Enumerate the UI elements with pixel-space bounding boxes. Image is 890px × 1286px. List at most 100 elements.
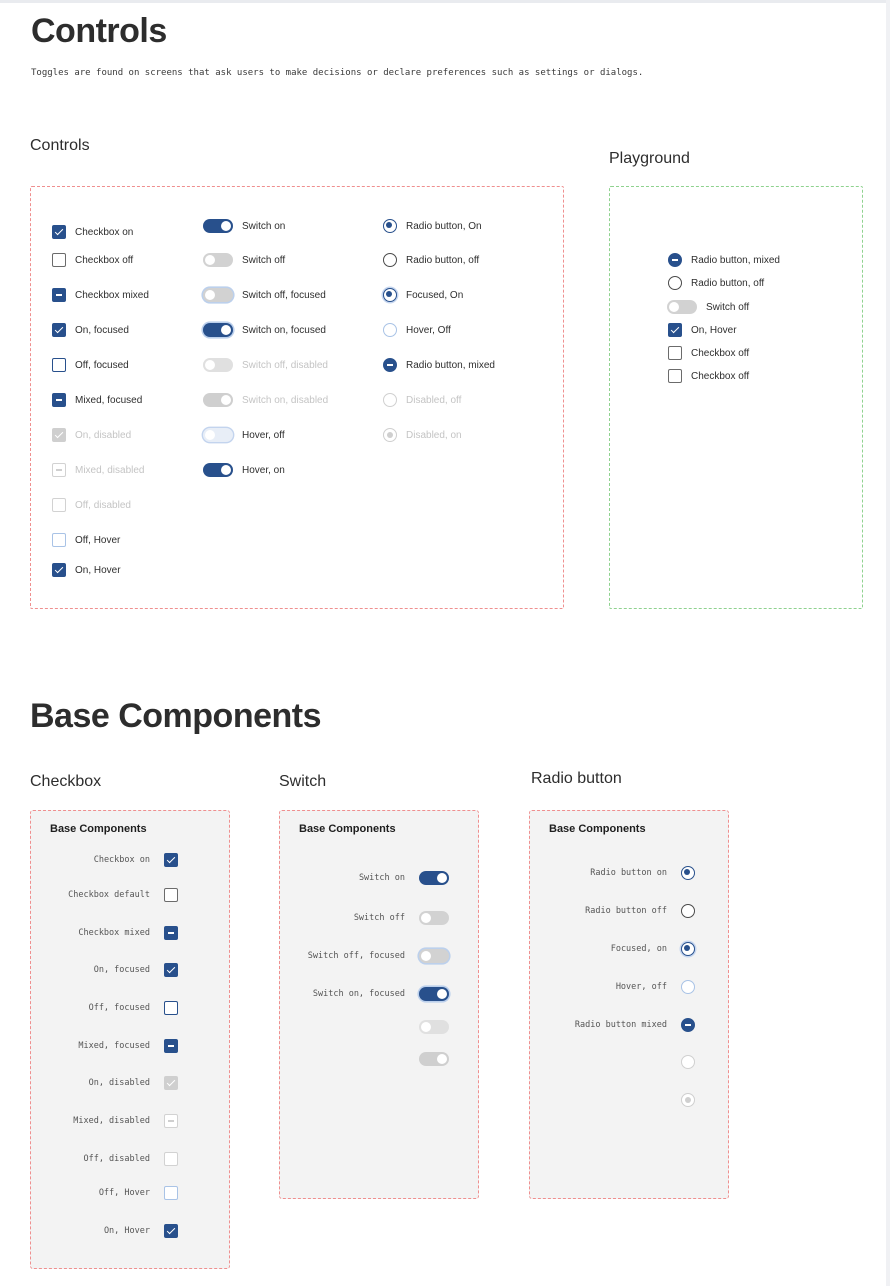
checkbox-control-mixed-disabled: [52, 463, 66, 477]
base-checkbox-row[interactable]: Off, Hover: [31, 1186, 178, 1200]
radio-control-off[interactable]: [383, 253, 397, 267]
checkbox-row: Off, disabled: [52, 498, 131, 512]
checkbox-row[interactable]: On, Hover: [52, 563, 121, 577]
base-checkbox-row[interactable]: Checkbox mixed: [31, 926, 178, 940]
radio-control-mixed[interactable]: [668, 253, 682, 267]
switch-row[interactable]: Hover, off: [203, 428, 285, 442]
radio-control-off-hover[interactable]: [383, 323, 397, 337]
base-switch-row[interactable]: Switch off, focused: [280, 949, 449, 963]
checkbox-control-on-hover[interactable]: [668, 323, 682, 337]
checkbox-control-mixed[interactable]: [52, 288, 66, 302]
base-checkbox-label: Mixed, focused: [78, 1041, 150, 1051]
base-radio-label: Radio button on: [590, 868, 667, 878]
checkbox-control-off-hover[interactable]: [164, 1186, 178, 1200]
radio-row[interactable]: Radio button, mixed: [383, 358, 495, 372]
checkbox-control-on[interactable]: [52, 225, 66, 239]
radio-row[interactable]: Radio button, off: [383, 253, 479, 267]
radio-row[interactable]: Radio button, On: [383, 219, 482, 233]
base-switch-row[interactable]: Switch off: [280, 911, 449, 925]
checkbox-row[interactable]: Checkbox off: [52, 253, 133, 267]
checkbox-control-off[interactable]: [668, 346, 682, 360]
radio-control-on-disabled: [681, 1093, 695, 1107]
radio-control-off-disabled: [383, 393, 397, 407]
radio-control-on[interactable]: [681, 866, 695, 880]
checkbox-control-off[interactable]: [668, 369, 682, 383]
radio-control-mixed[interactable]: [681, 1018, 695, 1032]
switch-control-off[interactable]: [203, 253, 233, 267]
base-checkbox-label: Off, disabled: [83, 1154, 150, 1164]
playground-checkbox-row[interactable]: On, Hover: [668, 323, 737, 337]
base-radio-row[interactable]: Focused, on: [530, 942, 695, 956]
checkbox-control-on-focused[interactable]: [164, 963, 178, 977]
checkbox-row[interactable]: Checkbox on: [52, 225, 133, 239]
base-checkbox-row: On, disabled: [31, 1076, 178, 1090]
checkbox-control-off[interactable]: [52, 253, 66, 267]
checkbox-control-on[interactable]: [164, 853, 178, 867]
base-switch-row[interactable]: Switch on, focused: [280, 987, 449, 1001]
checkbox-control-on-hover[interactable]: [164, 1224, 178, 1238]
radio-control-off[interactable]: [668, 276, 682, 290]
switch-row[interactable]: Switch on: [203, 219, 285, 233]
base-switch-row: [280, 1020, 449, 1034]
switch-control-on-hover[interactable]: [203, 463, 233, 477]
radio-row[interactable]: Hover, Off: [383, 323, 451, 337]
playground-radio-row[interactable]: Radio button, mixed: [668, 253, 780, 267]
checkbox-control-off-hover[interactable]: [52, 533, 66, 547]
switch-control-on-focused[interactable]: [203, 323, 233, 337]
playground-checkbox-row[interactable]: Checkbox off: [668, 346, 749, 360]
radio-label: Disabled, off: [406, 394, 462, 406]
checkbox-row[interactable]: Off, focused: [52, 358, 129, 372]
switch-row[interactable]: Switch on, focused: [203, 323, 326, 337]
radio-control-off[interactable]: [681, 904, 695, 918]
radio-control-on-focused[interactable]: [383, 288, 397, 302]
playground-checkbox-row[interactable]: Checkbox off: [668, 369, 749, 383]
checkbox-row[interactable]: Mixed, focused: [52, 393, 142, 407]
checkbox-control-on-hover[interactable]: [52, 563, 66, 577]
switch-label: Switch off, focused: [242, 289, 326, 301]
base-checkbox-row[interactable]: On, Hover: [31, 1224, 178, 1238]
radio-control-on-focused[interactable]: [681, 942, 695, 956]
base-checkbox-row[interactable]: On, focused: [31, 963, 178, 977]
switch-control-off[interactable]: [667, 300, 697, 314]
checkbox-control-off[interactable]: [164, 888, 178, 902]
page-description: Toggles are found on screens that ask us…: [31, 68, 644, 78]
switch-row[interactable]: Hover, on: [203, 463, 285, 477]
checkbox-row[interactable]: Checkbox mixed: [52, 288, 149, 302]
base-radio-row[interactable]: Radio button off: [530, 904, 695, 918]
radio-control-on[interactable]: [383, 219, 397, 233]
switch-control-off-focused[interactable]: [203, 288, 233, 302]
base-switch-row[interactable]: Switch on: [280, 871, 449, 885]
checkbox-row[interactable]: Off, Hover: [52, 533, 120, 547]
base-radio-row[interactable]: Radio button on: [530, 866, 695, 880]
switch-control-off-focused[interactable]: [419, 949, 449, 963]
playground-radio-row[interactable]: Radio button, off: [668, 276, 764, 290]
checkbox-row[interactable]: On, focused: [52, 323, 129, 337]
switch-control-on[interactable]: [203, 219, 233, 233]
base-checkbox-row[interactable]: Checkbox on: [31, 853, 178, 867]
checkbox-control-off-focused[interactable]: [52, 358, 66, 372]
checkbox-control-mixed-disabled: [164, 1114, 178, 1128]
base-checkbox-row[interactable]: Mixed, focused: [31, 1039, 178, 1053]
switch-control-off[interactable]: [419, 911, 449, 925]
switch-control-on-focused[interactable]: [419, 987, 449, 1001]
checkbox-control-on-focused[interactable]: [52, 323, 66, 337]
base-switch-label: Switch on, focused: [312, 989, 405, 999]
radio-control-mixed[interactable]: [383, 358, 397, 372]
base-checkbox-row[interactable]: Checkbox default: [31, 888, 178, 902]
base-radio-row[interactable]: Radio button mixed: [530, 1018, 695, 1032]
switch-row[interactable]: Switch off, focused: [203, 288, 326, 302]
radio-row[interactable]: Focused, On: [383, 288, 463, 302]
switch-row[interactable]: Switch off: [203, 253, 285, 267]
radio-label: Radio button, off: [406, 254, 480, 266]
checkbox-control-off-focused[interactable]: [164, 1001, 178, 1015]
checkbox-control-mixed-focused[interactable]: [52, 393, 66, 407]
base-checkbox-row[interactable]: Off, focused: [31, 1001, 178, 1015]
switch-control-on[interactable]: [419, 871, 449, 885]
base-radio-row[interactable]: Hover, off: [530, 980, 695, 994]
playground-switch-row[interactable]: Switch off: [667, 300, 749, 314]
checkbox-control-mixed[interactable]: [164, 926, 178, 940]
playground-label: Radio button, off: [691, 277, 765, 289]
radio-control-off-hover[interactable]: [681, 980, 695, 994]
checkbox-control-mixed-focused[interactable]: [164, 1039, 178, 1053]
switch-control-off-hover[interactable]: [203, 428, 233, 442]
